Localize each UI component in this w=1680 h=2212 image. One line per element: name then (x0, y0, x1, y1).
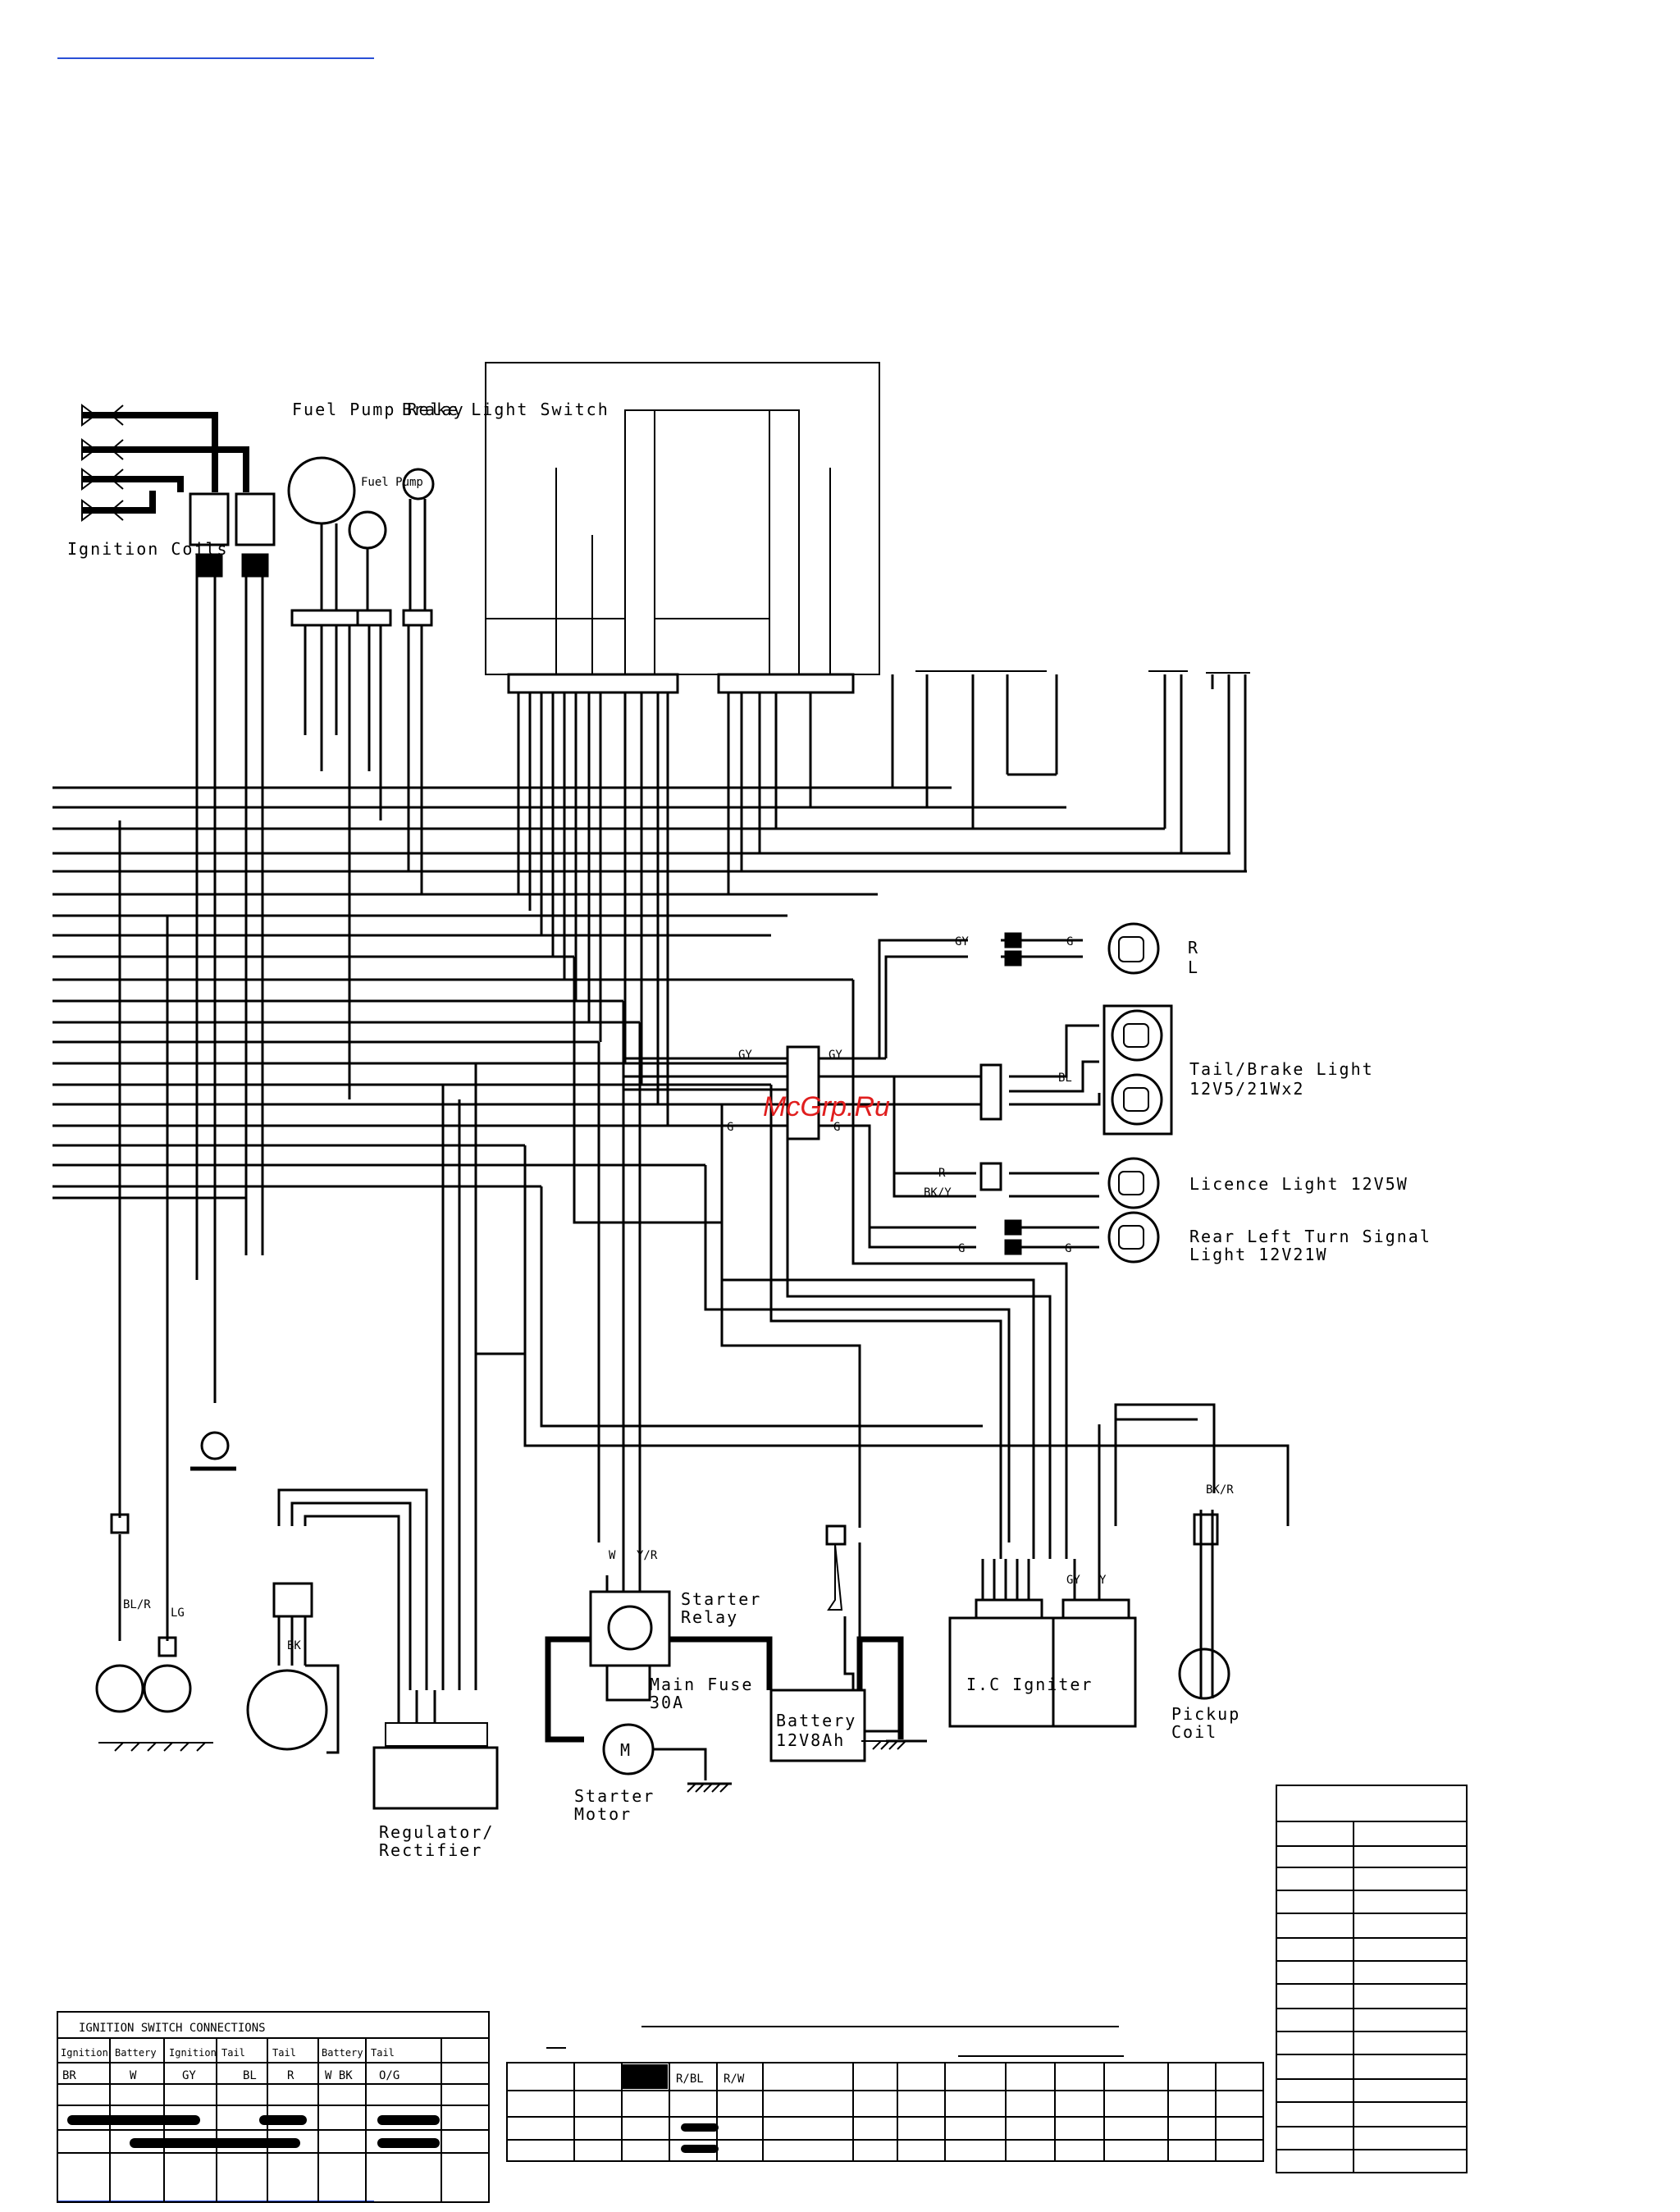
wire-label-r-1: R (938, 1167, 946, 1180)
conn-value-0: BR (62, 2069, 76, 2082)
tail-brake-spec-label: 12V5/21Wx2 (1189, 1079, 1304, 1099)
conn-header-1: Battery (115, 2047, 157, 2059)
fuel-pump-relay-label: Fuel Pump Relay (292, 400, 465, 419)
conn-header-3: Tail (221, 2047, 245, 2059)
main-fuse-label-1: Main Fuse (650, 1675, 753, 1694)
wire-label-bl-1: BL (1058, 1072, 1072, 1085)
conn-header-4: Tail (272, 2047, 296, 2059)
pickup-coil-label-1: Pickup (1171, 1704, 1240, 1724)
ic-igniter-label: I.C Igniter (966, 1675, 1093, 1694)
color-row-0: R/BL (676, 2073, 704, 2086)
top-rule (57, 57, 374, 59)
starter-motor-label-2: Motor (574, 1804, 632, 1824)
battery-label-1: Battery (776, 1711, 856, 1730)
wire-label-bkr-1: BK/R (1206, 1483, 1234, 1497)
starter-relay-label-1: Starter (681, 1589, 761, 1609)
regulator-label-2: Rectifier (379, 1840, 482, 1860)
watermark: McGrp.Ru (763, 1091, 890, 1122)
wire-label-g-5: G (1065, 1242, 1071, 1255)
licence-light-label: Licence Light 12V5W (1189, 1174, 1408, 1194)
motor-symbol: M (620, 1740, 632, 1760)
wire-label-gy-3: GY (955, 935, 969, 948)
wire-label-gy-2: GY (829, 1049, 842, 1062)
conn-header-5: Battery (322, 2047, 363, 2059)
wire-label-bk-1: BK (287, 1639, 301, 1652)
starter-motor-label-1: Starter (574, 1786, 655, 1806)
wire-label-g-4: G (958, 1242, 965, 1255)
connections-title: IGNITION SWITCH CONNECTIONS (79, 2022, 266, 2035)
conn-header-2: Ignition (169, 2047, 217, 2059)
ignition-coils-label: Ignition Coils (67, 539, 229, 559)
starter-relay-label-2: Relay (681, 1607, 738, 1627)
wire-label-lg-1: LG (171, 1606, 185, 1620)
rear-left-turn-label: Rear Left Turn Signal (1189, 1227, 1431, 1246)
color-row-1: R/W (724, 2073, 745, 2086)
wire-label-gy-1: GY (738, 1049, 752, 1062)
wire-label-y-1: Y (1099, 1574, 1107, 1587)
conn-header-0: Ignition (61, 2047, 108, 2059)
pickup-coil-label-2: Coil (1171, 1722, 1217, 1742)
conn-value-2: GY (182, 2069, 196, 2082)
wire-label-w-1: W (609, 1549, 616, 1562)
rear-left-turn-spec-label: Light 12V21W (1189, 1245, 1328, 1264)
wire-label-blr-1: BL/R (123, 1598, 151, 1611)
wire-label-g-1: G (727, 1121, 733, 1134)
regulator-label-1: Regulator/ (379, 1822, 494, 1842)
rear-right-label: R (1188, 938, 1199, 957)
battery-label-2: 12V8Ah (776, 1730, 845, 1750)
rear-left-label: L (1188, 957, 1199, 977)
wire-label-yr-1: Y/R (637, 1549, 658, 1562)
main-fuse-label-2: 30A (650, 1693, 684, 1712)
conn-value-6: O/G (379, 2069, 399, 2082)
conn-value-1: W (130, 2069, 137, 2082)
wire-label-bky-1: BK/Y (924, 1186, 952, 1200)
conn-value-3: BL (243, 2069, 257, 2082)
tail-brake-light-label: Tail/Brake Light (1189, 1059, 1374, 1079)
conn-value-4: R (287, 2069, 294, 2082)
wire-label-gy-4: GY (1066, 1574, 1080, 1587)
fuel-pump-label: Fuel Pump (361, 476, 423, 489)
wire-label-g-2: G (833, 1121, 840, 1134)
conn-value-5: W BK (325, 2069, 353, 2082)
wire-label-g-3: G (1066, 935, 1073, 948)
conn-header-6: Tail (371, 2047, 395, 2059)
brake-light-switch-label: Brake Light Switch (402, 400, 609, 419)
